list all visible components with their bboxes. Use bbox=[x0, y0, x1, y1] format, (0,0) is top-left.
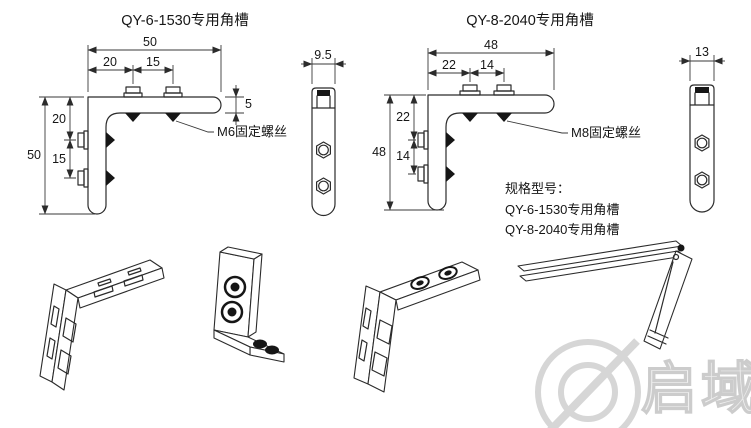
dim-profile-width: 9.5 bbox=[301, 48, 346, 68]
dim-overall-width: 48 bbox=[427, 38, 555, 57]
screw-glyph bbox=[77, 130, 115, 150]
dim-top-offset: 20 bbox=[87, 55, 134, 74]
hex-nut-icon bbox=[316, 141, 331, 159]
svg-text:9.5: 9.5 bbox=[314, 48, 331, 62]
svg-text:M8固定螺丝: M8固定螺丝 bbox=[571, 125, 641, 140]
dim-overall-height: 48 bbox=[372, 94, 394, 211]
svg-text:14: 14 bbox=[480, 58, 494, 72]
svg-text:M6固定螺丝: M6固定螺丝 bbox=[217, 124, 287, 139]
svg-text:22: 22 bbox=[396, 110, 410, 124]
watermark-logo-icon bbox=[535, 339, 641, 428]
dim-side-offset: 20 bbox=[52, 96, 74, 141]
spec-model-1: QY-6-1530专用角槽 bbox=[505, 202, 619, 217]
dim-top-pitch: 14 bbox=[469, 58, 505, 77]
m6-screw-callout: M6固定螺丝 bbox=[175, 120, 287, 139]
screw-glyph bbox=[77, 168, 115, 188]
iso-view-1 bbox=[39, 259, 165, 391]
screw-glyph bbox=[493, 84, 515, 122]
dim-profile-width: 13 bbox=[679, 45, 725, 65]
spec-heading: 规格型号： bbox=[505, 181, 570, 196]
dim-top-offset: 22 bbox=[427, 58, 471, 77]
screw-section-lines bbox=[311, 95, 336, 109]
dim-side-pitch: 14 bbox=[396, 139, 418, 175]
iso-view-3 bbox=[353, 261, 481, 393]
profile-outline bbox=[311, 87, 336, 217]
iso-view-4 bbox=[517, 240, 693, 350]
screw-section bbox=[695, 87, 709, 93]
screw-glyph bbox=[123, 86, 143, 122]
watermark: 启域 bbox=[535, 338, 751, 428]
svg-text:22: 22 bbox=[442, 58, 456, 72]
m8-screw-callout: M8固定螺丝 bbox=[506, 120, 641, 140]
screw-section-lines bbox=[689, 92, 715, 106]
right-front-view: 48 22 14 22 14 48 M8固定螺丝 bbox=[372, 38, 641, 211]
dim-top-pitch: 15 bbox=[132, 55, 174, 74]
svg-text:5: 5 bbox=[245, 97, 252, 111]
svg-text:48: 48 bbox=[484, 38, 498, 52]
svg-text:14: 14 bbox=[396, 149, 410, 163]
hex-nut-icon bbox=[316, 177, 331, 195]
screw-glyph bbox=[459, 84, 481, 122]
left-front-view: 50 20 15 5 20 15 50 M6固定螺 bbox=[27, 35, 287, 215]
dim-thickness: 5 bbox=[232, 85, 252, 125]
svg-text:48: 48 bbox=[372, 145, 386, 159]
svg-text:50: 50 bbox=[143, 35, 157, 49]
screw-glyph bbox=[417, 130, 455, 150]
svg-text:20: 20 bbox=[103, 55, 117, 69]
svg-text:13: 13 bbox=[695, 45, 709, 59]
right-side-view: 13 bbox=[679, 45, 725, 213]
title-right-model: QY-8-2040专用角槽 bbox=[466, 12, 594, 29]
svg-text:15: 15 bbox=[52, 152, 66, 166]
title-left-model: QY-6-1530专用角槽 bbox=[121, 12, 249, 29]
svg-text:50: 50 bbox=[27, 148, 41, 162]
dim-overall-width: 50 bbox=[87, 35, 222, 54]
hex-nut-icon bbox=[694, 171, 710, 189]
screw-section bbox=[317, 90, 330, 96]
spec-block: 规格型号： QY-6-1530专用角槽 QY-8-2040专用角槽 bbox=[505, 181, 619, 237]
dim-overall-height: 50 bbox=[27, 96, 49, 215]
svg-text:15: 15 bbox=[146, 55, 160, 69]
profile-outline bbox=[689, 84, 715, 213]
screw-glyph bbox=[163, 86, 183, 122]
dim-side-offset: 22 bbox=[396, 94, 418, 141]
screw-glyph bbox=[417, 164, 455, 184]
iso-view-2 bbox=[213, 246, 285, 363]
left-side-view: 9.5 bbox=[301, 48, 346, 217]
bracket-outline bbox=[87, 96, 222, 215]
svg-text:20: 20 bbox=[52, 112, 66, 126]
spec-model-2: QY-8-2040专用角槽 bbox=[505, 222, 619, 237]
watermark-text: 启域 bbox=[641, 357, 751, 420]
dim-side-pitch: 15 bbox=[52, 139, 74, 179]
hex-nut-icon bbox=[694, 134, 710, 152]
